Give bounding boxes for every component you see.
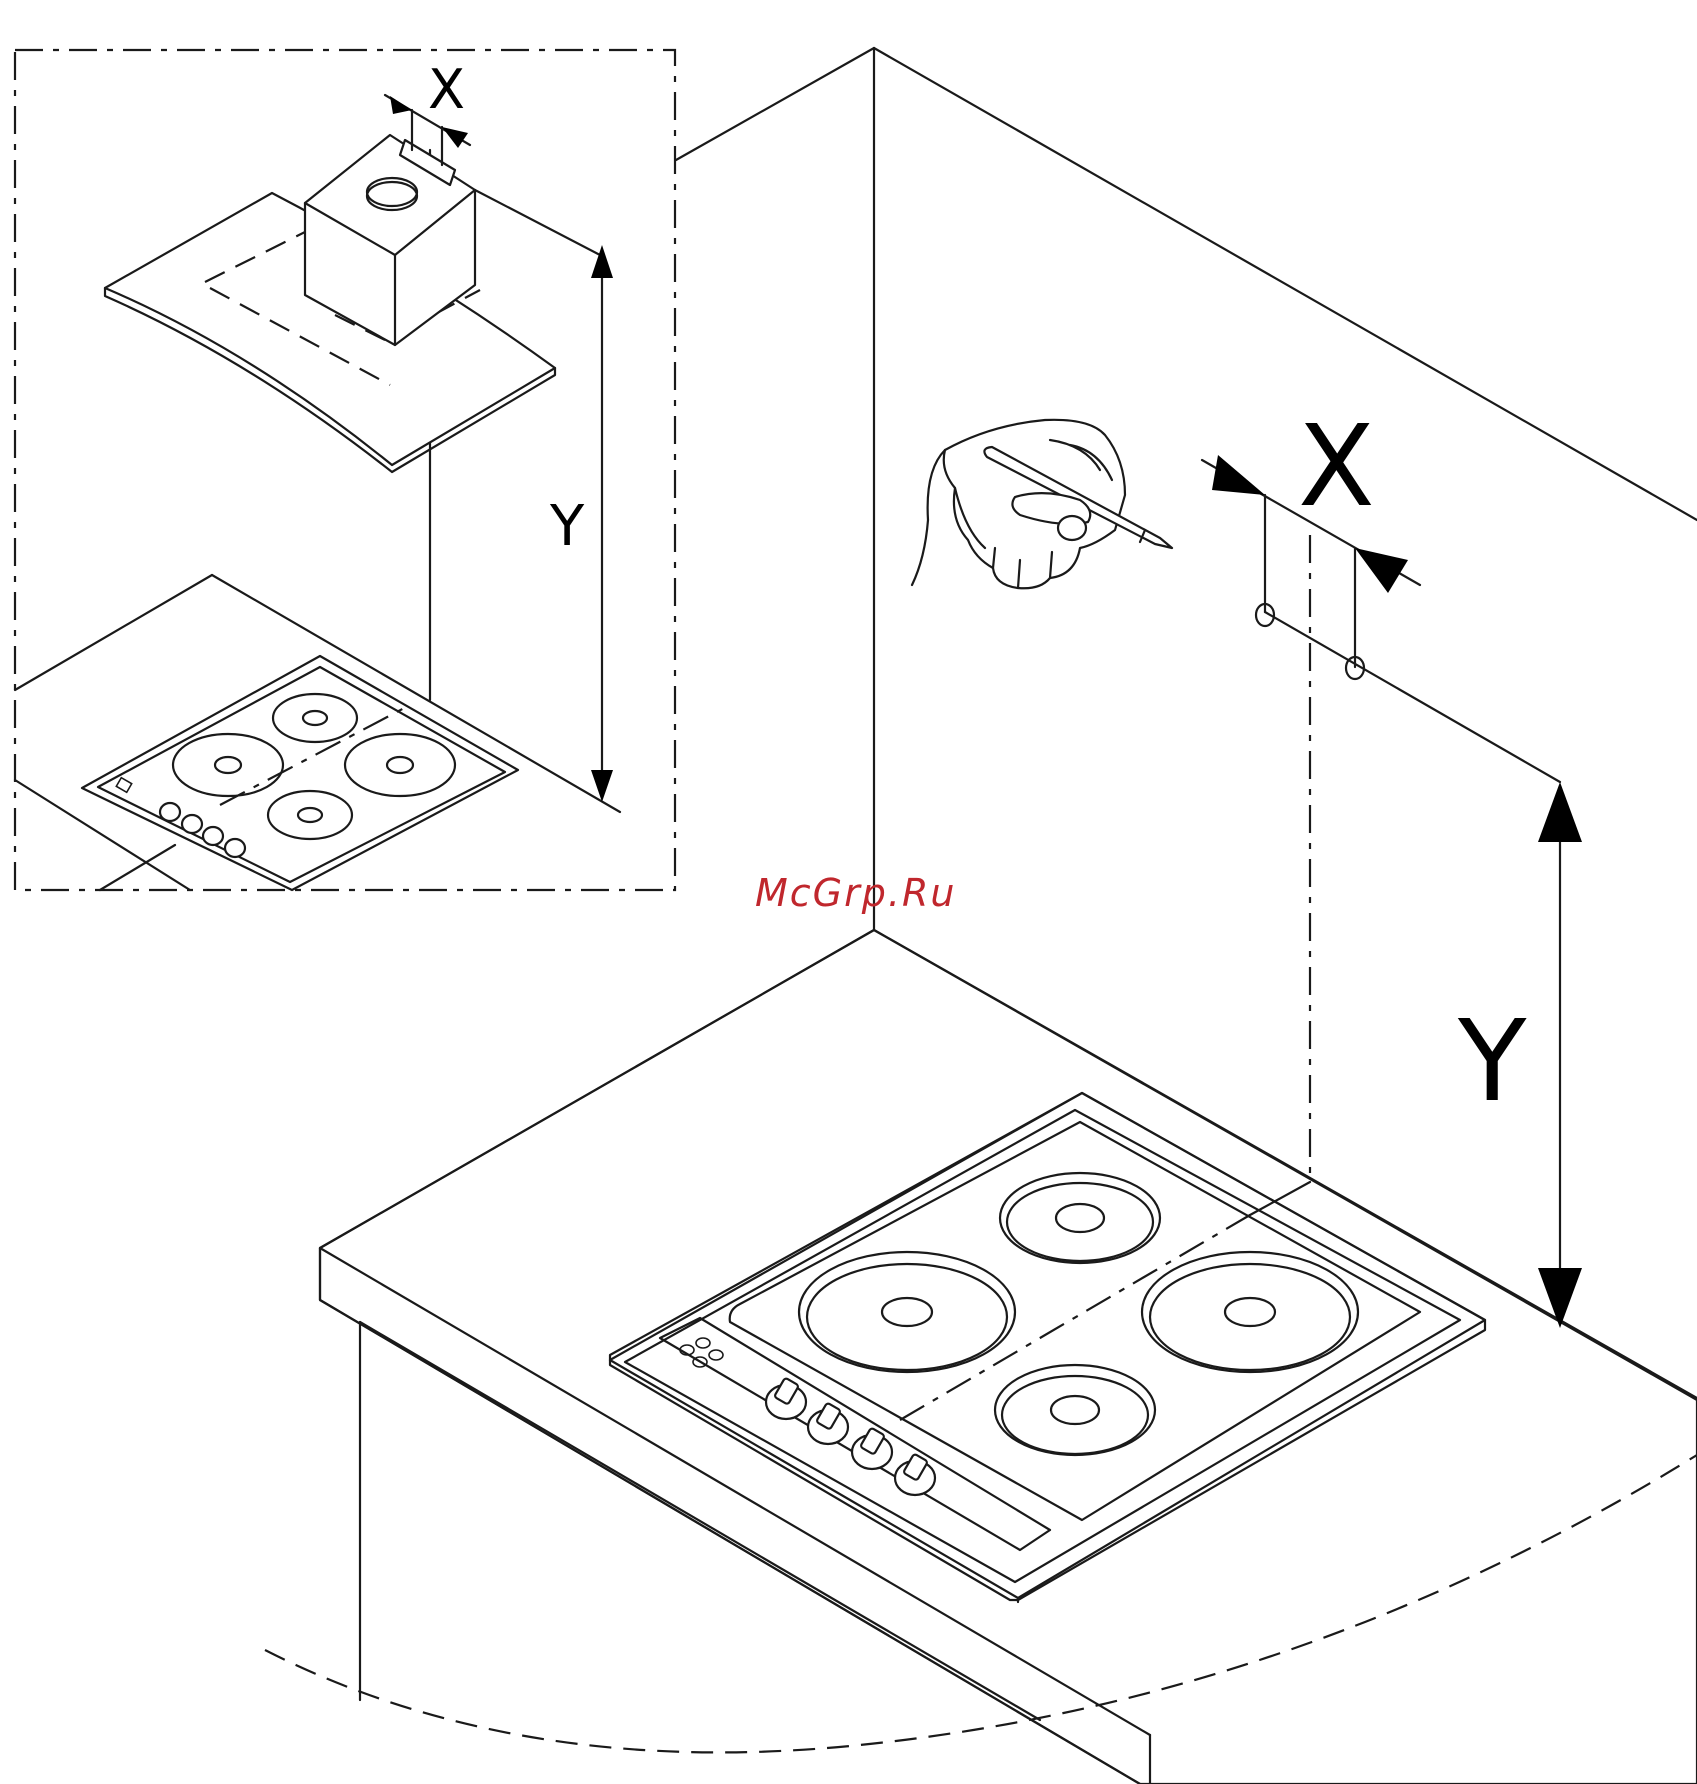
main-y-label: Y <box>1457 997 1527 1127</box>
hand-with-pencil-icon <box>912 420 1172 588</box>
main-y-dimension: Y <box>1457 782 1582 1328</box>
watermark-text: McGrp.Ru <box>755 871 956 915</box>
main-x-dimension: X <box>1202 402 1560 782</box>
wall-corner <box>676 48 1697 930</box>
main-x-label: X <box>1298 402 1375 532</box>
inset-y-label: Y <box>549 494 585 559</box>
inset-x-label: X <box>428 58 465 121</box>
inset-panel: X Y <box>15 50 675 890</box>
